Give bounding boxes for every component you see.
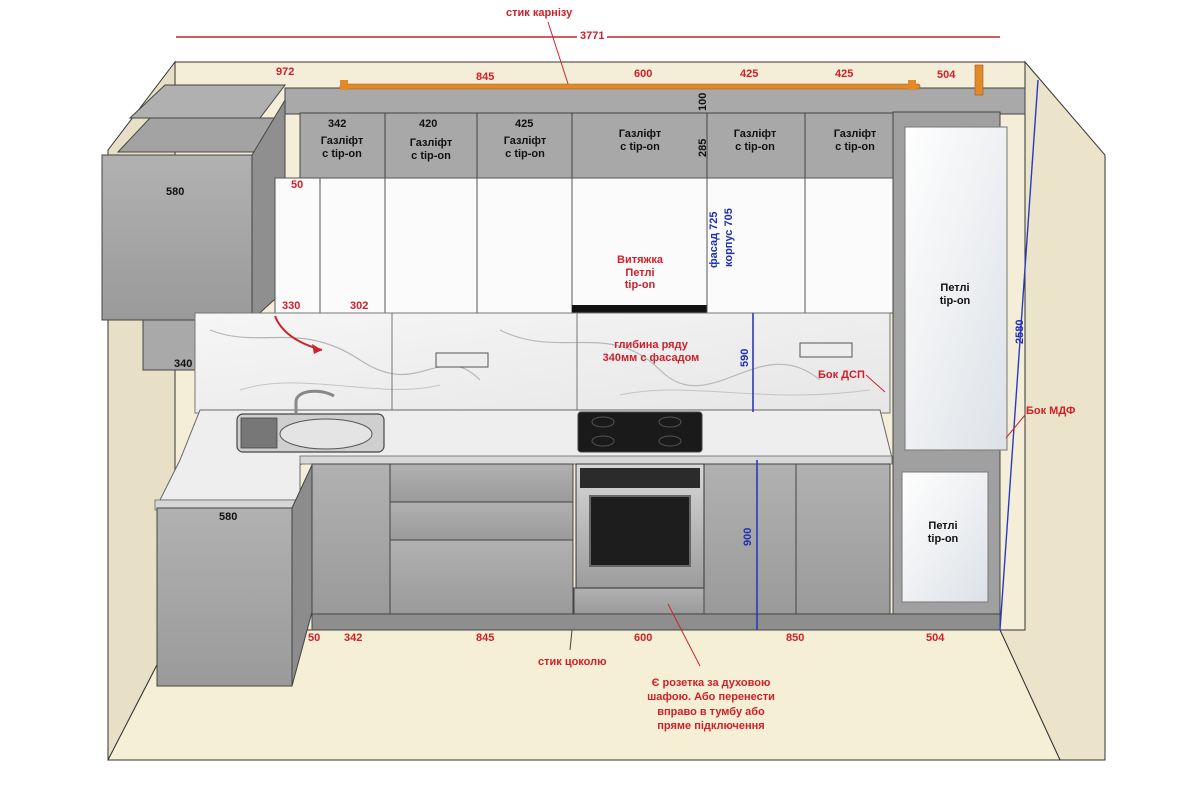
upper-cabinet-1-text: Газліфт с tip-on (320, 135, 364, 160)
white-facade-6 (804, 177, 896, 314)
base-height-900: 900 (742, 527, 754, 546)
plinth-joint-label: стик цоколю (538, 656, 607, 668)
socket-note-leader (667, 603, 701, 667)
width-340: 340 (174, 358, 193, 370)
white-facade-1 (274, 177, 321, 314)
plinth-joint-leader (569, 629, 573, 651)
bottom-seg-504: 504 (926, 632, 945, 644)
oven-base (573, 587, 705, 615)
cornice-joint-label: стик карнізу (506, 7, 573, 19)
lower-cabinet-2 (703, 463, 797, 615)
backsplash-590: 590 (739, 348, 751, 367)
dim-285: 285 (697, 138, 709, 157)
hood-facade (571, 177, 708, 314)
socket-block-right (799, 342, 853, 358)
bottom-seg-50: 50 (308, 632, 321, 644)
worktop-edge (299, 455, 893, 465)
gap-50-upper: 50 (291, 179, 304, 191)
column-height-2580: 2580 (1014, 319, 1026, 344)
pipe-cap-left (340, 80, 348, 90)
row-depth-note: глибина ряду 340мм с фасадом (602, 339, 700, 364)
upper-cabinet-6-text: Газліфт с tip-on (833, 128, 877, 153)
lower-cabinet-3 (795, 463, 891, 615)
top-seg-600: 600 (634, 68, 653, 80)
riser-pipe (974, 64, 984, 96)
body-705-label: корпус 705 (723, 208, 735, 267)
pipe-cap-right (908, 80, 916, 90)
bottom-seg-600: 600 (634, 632, 653, 644)
socket-block-left (435, 352, 489, 368)
column-height-line (999, 79, 1039, 631)
left-corner-cabinet (101, 154, 253, 321)
upper-cabinet-3-text: Газліфт с tip-on (503, 135, 547, 160)
left-cabinet-580: 580 (166, 186, 185, 198)
top-seg-425a: 425 (740, 68, 759, 80)
width-330: 330 (282, 300, 301, 312)
cornice (284, 87, 1026, 115)
column-upper-glass (904, 126, 1008, 451)
white-facade-5 (706, 177, 806, 314)
joint-leader-line (547, 21, 571, 91)
upper-liftbox-1 (299, 112, 386, 179)
bottom-seg-342: 342 (344, 632, 363, 644)
cornice-pipe (339, 83, 921, 90)
lower-drawer-1 (389, 463, 574, 503)
white-facade-2 (319, 177, 386, 314)
width-302: 302 (350, 300, 369, 312)
plinth (311, 613, 1001, 631)
upper-liftbox-6 (804, 112, 906, 179)
burner-4 (658, 435, 682, 447)
hood-label: Витяжка Петлі tip-on (617, 254, 663, 292)
top-seg-845: 845 (476, 71, 495, 83)
column-lower-text: Петлі tip-on (927, 520, 959, 545)
lower-drawer-3 (389, 539, 574, 615)
bottom-seg-850: 850 (786, 632, 805, 644)
total-width-label: 3771 (577, 30, 608, 43)
lower-cabinet-1 (311, 463, 391, 615)
top-seg-425b: 425 (835, 68, 854, 80)
side-mdf-label: Бок МДФ (1026, 405, 1076, 417)
oven-socket-note: Є розетка за духовою шафою. Або перенест… (647, 677, 775, 732)
side-chipboard-label: Бок ДСП (818, 369, 865, 381)
marble-vein-4 (619, 389, 871, 396)
dim-100: 100 (697, 92, 709, 111)
side-mdf-leader (1005, 414, 1026, 439)
burner-1 (591, 416, 615, 428)
upper-width-342: 342 (328, 118, 347, 130)
white-facade-4 (476, 177, 573, 314)
sink-drainboard (240, 417, 278, 449)
hood-strip (572, 305, 707, 313)
lower-left-return (156, 507, 293, 687)
upper-liftbox-4 (571, 112, 708, 179)
faucet (294, 389, 335, 414)
backsplash (194, 312, 891, 414)
lower-left-580: 580 (219, 511, 238, 523)
depth-arrow-head (312, 344, 322, 354)
oven-window (589, 495, 691, 567)
burner-2 (658, 416, 682, 428)
burner-3 (591, 435, 615, 447)
lower-drawer-2 (389, 501, 574, 541)
bottom-seg-845: 845 (476, 632, 495, 644)
white-facade-3 (384, 177, 478, 314)
column-upper-text: Петлі tip-on (939, 282, 971, 307)
side-dsp-leader (865, 374, 886, 393)
upper-cabinet-5-text: Газліфт с tip-on (733, 128, 777, 153)
oven-control-panel (580, 468, 700, 488)
upper-cabinet-2-text: Газліфт с tip-on (409, 137, 453, 162)
upper-width-420: 420 (419, 118, 438, 130)
top-seg-504: 504 (937, 69, 956, 81)
marble-vein-3 (239, 382, 441, 391)
column-lower-glass (901, 471, 989, 603)
cooktop (577, 411, 703, 453)
upper-width-425: 425 (515, 118, 534, 130)
facade-725-label: фасад 725 (708, 211, 720, 268)
top-seg-972: 972 (276, 66, 295, 78)
upper-cabinet-4-text: Газліфт с tip-on (618, 128, 662, 153)
sink-bowl (279, 418, 373, 450)
marble-vein-2 (499, 329, 821, 387)
